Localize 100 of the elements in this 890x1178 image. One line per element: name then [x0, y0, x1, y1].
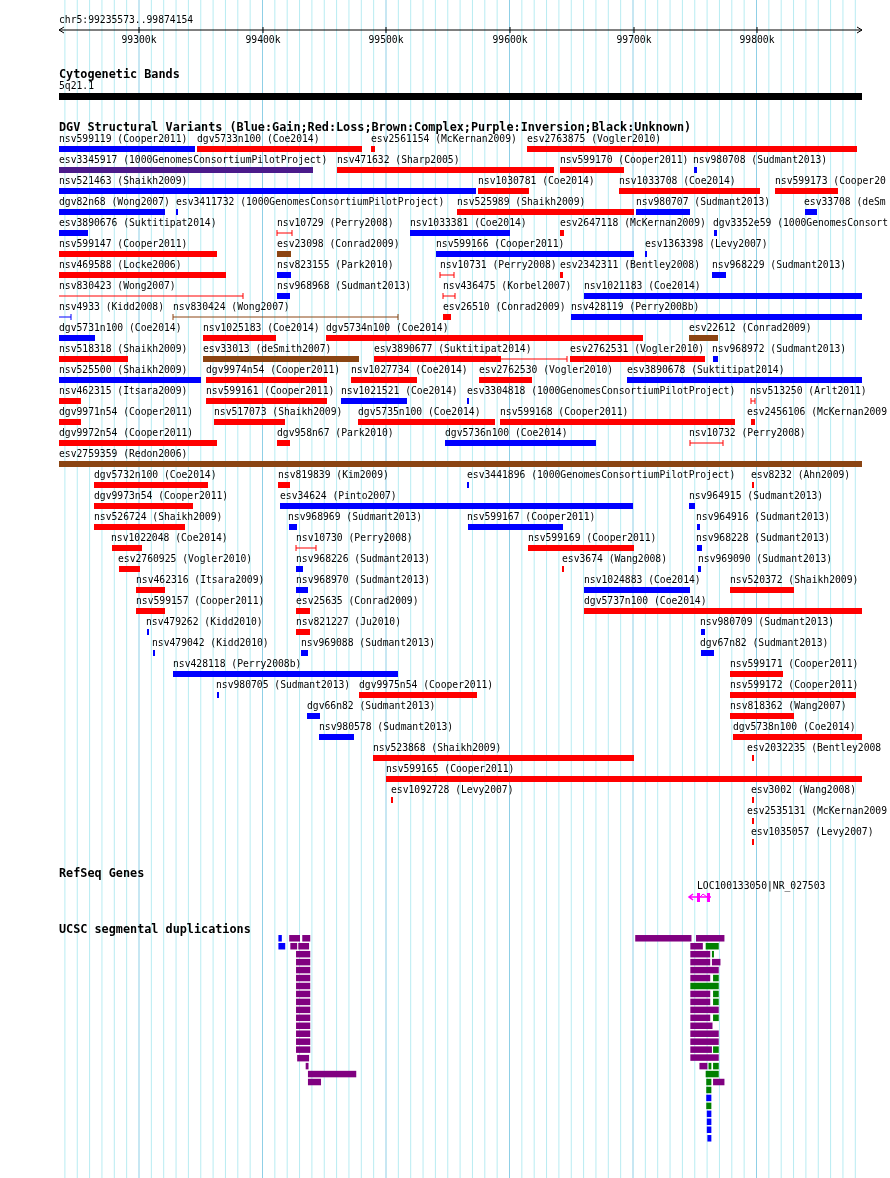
variant-label: nsv968970 (Sudmant2013)	[296, 574, 431, 586]
variant-label: esv2032235 (Bentley2008	[747, 742, 882, 754]
variant-label: nsv968969 (Sudmant2013)	[288, 511, 423, 523]
variant-label: nsv525989 (Shaikh2009)	[457, 196, 586, 208]
variant-label: dgv67n82 (Sudmant2013)	[700, 637, 829, 649]
tick-label: 99700k	[616, 34, 652, 46]
variant-label: esv33708 (deSm	[804, 196, 886, 208]
variant-label: nsv819839 (Kim2009)	[278, 469, 389, 481]
variant-label: nsv4933 (Kidd2008)	[59, 301, 164, 313]
variant-label: nsv818362 (Wang2007)	[730, 700, 847, 712]
band-label: 5q21.1	[59, 80, 94, 92]
variant-label: nsv969090 (Sudmant2013)	[698, 553, 833, 565]
variant-label: esv26510 (Conrad2009)	[443, 301, 566, 313]
variant-label: esv2342311 (Bentley2008)	[560, 259, 700, 271]
variant-label: dgv5732n100 (Coe2014)	[94, 469, 217, 481]
variant-label: dgv958n67 (Park2010)	[277, 427, 394, 439]
variant-label: nsv964916 (Sudmant2013)	[696, 511, 831, 523]
variant-label: dgv5738n100 (Coe2014)	[733, 721, 856, 733]
variant-label: nsv471632 (Sharp2005)	[337, 154, 460, 166]
tick-label: 99400k	[245, 34, 281, 46]
variant-label: nsv821227 (Ju2010)	[296, 616, 401, 628]
variant-label: nsv10730 (Perry2008)	[296, 532, 413, 544]
variant-label: nsv599119 (Cooper2011)	[59, 133, 188, 145]
variant-label: dgv9972n54 (Cooper2011)	[59, 427, 194, 439]
variant-label: esv3304818 (1000GenomesConsortiumPilotProject)	[467, 385, 736, 397]
variant-label: nsv10731 (Perry2008)	[440, 259, 557, 271]
variant-label: esv3411732 (1000GenomesConsortiumPilotProject)	[176, 196, 445, 208]
variant-label: dgv5737n100 (Coe2014)	[584, 595, 707, 607]
variant-label: nsv823155 (Park2010)	[277, 259, 394, 271]
variant-label: nsv599167 (Cooper2011)	[467, 511, 596, 523]
variant-label: dgv5734n100 (Coe2014)	[326, 322, 449, 334]
variant-label: nsv526724 (Shaikh2009)	[94, 511, 223, 523]
variant-label: nsv599168 (Cooper2011)	[500, 406, 629, 418]
variant-label: nsv1021521 (Coe2014)	[341, 385, 458, 397]
track-title: UCSC segmental duplications	[59, 922, 251, 936]
variant-label: esv3890677 (Suktitipat2014)	[374, 343, 532, 355]
variant-label: esv2762530 (Vogler2010)	[479, 364, 614, 376]
variant-label: nsv1033381 (Coe2014)	[410, 217, 527, 229]
variant-label: nsv980578 (Sudmant2013)	[319, 721, 454, 733]
variant-label: esv3674 (Wang2008)	[562, 553, 667, 565]
variant-label: esv3890678 (Suktitipat2014)	[627, 364, 785, 376]
variant-label: dgv5731n100 (Coe2014)	[59, 322, 182, 334]
variant-label: nsv968228 (Sudmant2013)	[696, 532, 831, 544]
variant-label: nsv980705 (Sudmant2013)	[216, 679, 351, 691]
variant-label: nsv523868 (Shaikh2009)	[373, 742, 502, 754]
variant-label: dgv5735n100 (Coe2014)	[358, 406, 481, 418]
variant-label: nsv462316 (Itsara2009)	[136, 574, 265, 586]
variant-label: esv1035057 (Levy2007)	[751, 826, 874, 838]
variant-label: nsv517073 (Shaikh2009)	[214, 406, 343, 418]
variant-label: esv3890676 (Suktitipat2014)	[59, 217, 217, 229]
variant-label: esv3441896 (1000GenomesConsortiumPilotProject)	[467, 469, 736, 481]
variant-label: nsv980707 (Sudmant2013)	[636, 196, 771, 208]
variant-label: esv33013 (deSmith2007)	[203, 343, 332, 355]
variant-label: nsv1030781 (Coe2014)	[478, 175, 595, 187]
variant-label: nsv964915 (Sudmant2013)	[689, 490, 824, 502]
variant-label: nsv599157 (Cooper2011)	[136, 595, 265, 607]
variant-label: nsv1025183 (Coe2014)	[203, 322, 320, 334]
variant-label: esv3002 (Wang2008)	[751, 784, 856, 796]
tick-label: 99300k	[121, 34, 157, 46]
variant-label: nsv968968 (Sudmant2013)	[277, 280, 412, 292]
position-label: chr5:99235573..99874154	[59, 14, 194, 26]
variant-label: dgv9975n54 (Cooper2011)	[359, 679, 494, 691]
variant-label: nsv968226 (Sudmant2013)	[296, 553, 431, 565]
variant-label: nsv830423 (Wong2007)	[59, 280, 176, 292]
variant-label: esv3345917 (1000GenomesConsortiumPilotProject)	[59, 154, 328, 166]
variant-label: dgv82n68 (Wong2007)	[59, 196, 170, 208]
variant-label: dgv5736n100 (Coe2014)	[445, 427, 568, 439]
variant-label: esv2762531 (Vogler2010)	[570, 343, 705, 355]
variant-label: esv1363398 (Levy2007)	[645, 238, 768, 250]
variant-label: nsv968972 (Sudmant2013)	[712, 343, 847, 355]
variant-label: nsv518318 (Shaikh2009)	[59, 343, 188, 355]
variant-label: nsv1027734 (Coe2014)	[351, 364, 468, 376]
variant-label: nsv1024883 (Coe2014)	[584, 574, 701, 586]
variant-label: nsv968229 (Sudmant2013)	[712, 259, 847, 271]
variant-label: dgv5733n100 (Coe2014)	[197, 133, 320, 145]
variant-label: nsv599169 (Cooper2011)	[528, 532, 657, 544]
variant-label: dgv9971n54 (Cooper2011)	[59, 406, 194, 418]
variant-label: esv1092728 (Levy2007)	[391, 784, 514, 796]
variant-label: esv8232 (Ahn2009)	[751, 469, 851, 481]
variant-label: nsv599171 (Cooper2011)	[730, 658, 859, 670]
variant-label: nsv830424 (Wong2007)	[173, 301, 290, 313]
variant-label: nsv462315 (Itsara2009)	[59, 385, 188, 397]
tick-label: 99800k	[739, 34, 775, 46]
variant-label: esv2561154 (McKernan2009)	[371, 133, 517, 145]
variant-label: nsv1033708 (Coe2014)	[619, 175, 736, 187]
variant-label: dgv66n82 (Sudmant2013)	[307, 700, 436, 712]
variant-label: esv2647118 (McKernan2009)	[560, 217, 706, 229]
variant-label: nsv599173 (Cooper20	[775, 175, 886, 187]
variant-label: esv2535131 (McKernan2009	[747, 805, 887, 817]
variant-label: nsv428119 (Perry2008b)	[571, 301, 700, 313]
variant-label: esv2759359 (Redon2006)	[59, 448, 188, 460]
variant-label: dgv9974n54 (Cooper2011)	[206, 364, 341, 376]
track-title: RefSeq Genes	[59, 866, 145, 880]
variant-label: dgv9973n54 (Cooper2011)	[94, 490, 229, 502]
variant-label: esv2760925 (Vogler2010)	[118, 553, 253, 565]
variant-label: nsv10729 (Perry2008)	[277, 217, 394, 229]
variant-label: nsv599172 (Cooper2011)	[730, 679, 859, 691]
variant-label: nsv513250 (Arlt2011)	[750, 385, 867, 397]
variant-label: nsv969088 (Sudmant2013)	[301, 637, 436, 649]
variant-label: nsv10732 (Perry2008)	[689, 427, 806, 439]
